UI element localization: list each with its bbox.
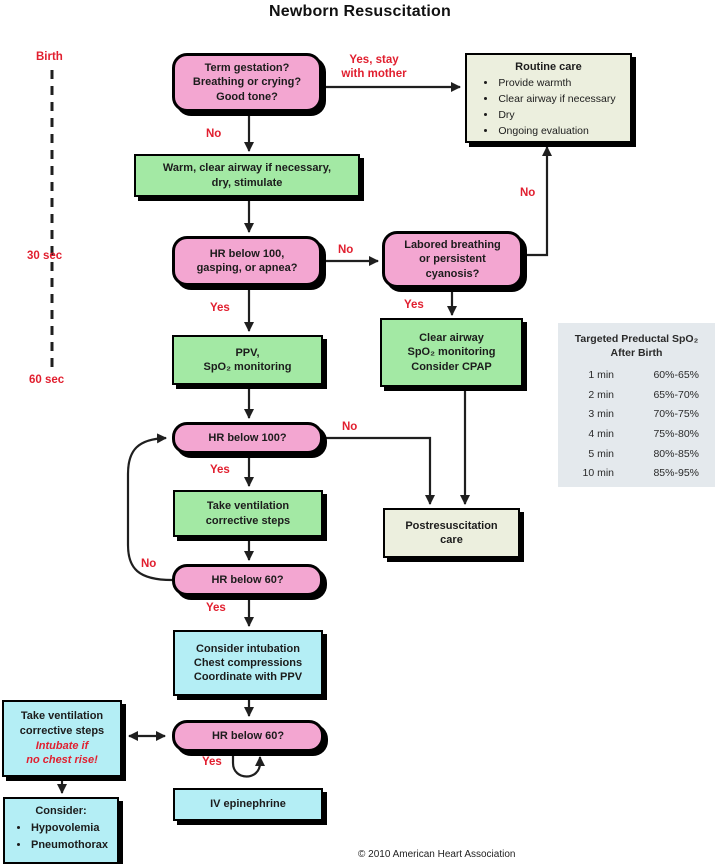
edge-hr100-postres: [323, 436, 435, 505]
node-consider-causes: Consider: Hypovolemia Pneumothorax: [3, 797, 119, 864]
node-consider-intubation: Consider intubation Chest compressions C…: [173, 630, 323, 696]
node-consider-causes-title: Consider:: [35, 805, 87, 817]
edge-label-yes-hr60: Yes: [206, 602, 226, 614]
spo2-table-row: 5 min 80%-85%: [568, 444, 705, 464]
node-consider-intubation-text: Consider intubation Chest compressions C…: [193, 642, 303, 684]
node-initial-assessment-text: Term gestation? Breathing or crying? Goo…: [192, 62, 302, 103]
spo2-time: 5 min: [588, 447, 614, 460]
page-title: Newborn Resuscitation: [268, 3, 451, 20]
timeline-60sec-label: 60 sec: [29, 374, 65, 386]
spo2-time: 3 min: [588, 408, 614, 421]
node-ppv-spo2: PPV, SpO₂ monitoring: [172, 335, 323, 385]
node-hr100-gasping-text: HR below 100, gasping, or apnea?: [196, 247, 298, 274]
routine-care-list: Provide warmth Clear airway if necessary…: [497, 76, 615, 139]
node-iv-epinephrine-text: IV epinephrine: [210, 798, 286, 811]
edge-label-no-hr100: No: [342, 421, 358, 433]
node-hr-below-60-first: HR below 60?: [172, 564, 323, 596]
node-ppv-spo2-text: PPV, SpO₂ monitoring: [203, 346, 292, 373]
spo2-target-table: Targeted Preductal SpO₂ After Birth 1 mi…: [558, 323, 715, 487]
spo2-time: 2 min: [588, 388, 614, 401]
node-take-ventilation-intubate: Take ventilation corrective steps Intuba…: [2, 700, 122, 777]
spo2-range: 85%-95%: [653, 467, 699, 480]
edge-hr60-loopback-hr100: [126, 433, 173, 582]
edge-label-no-hr60-loop: No: [141, 558, 157, 570]
node-warm-stimulate: Warm, clear airway if necessary, dry, st…: [134, 154, 360, 197]
edge-label-yes-hr60b: Yes: [202, 756, 222, 768]
spo2-range: 80%-85%: [653, 447, 699, 460]
node-hr-below-60-second: HR below 60?: [172, 720, 324, 752]
edge-label-yes-labored: Yes: [404, 299, 424, 311]
edge-hr60b-ivepi-loop: [231, 752, 265, 778]
node-initial-assessment: Term gestation? Breathing or crying? Goo…: [172, 53, 322, 112]
consider-causes-item: Pneumothorax: [30, 837, 108, 854]
node-hr-below-60-first-text: HR below 60?: [211, 573, 284, 586]
edge-label-yes-hr100: Yes: [210, 464, 230, 476]
spo2-time: 10 min: [582, 467, 614, 480]
node-take-ventilation-steps-text: Take ventilation corrective steps: [205, 500, 291, 527]
spo2-table-title: Targeted Preductal SpO₂ After Birth: [574, 333, 699, 360]
edge-label-no-labored: No: [520, 187, 536, 199]
node-intubate-warning-text: Intubate if no chest rise!: [26, 740, 98, 767]
routine-care-item: Provide warmth: [497, 76, 615, 92]
node-clear-airway-cpap: Clear airway SpO₂ monitoring Consider CP…: [380, 318, 523, 387]
edge-labored-routine: [523, 146, 552, 257]
spo2-range: 65%-70%: [653, 388, 699, 401]
node-hr-below-100: HR below 100?: [172, 422, 323, 454]
edge-label-no-hr100g: No: [338, 244, 354, 256]
spo2-table-row: 3 min 70%-75%: [568, 405, 705, 425]
spo2-range: 70%-75%: [653, 408, 699, 421]
spo2-range: 60%-65%: [653, 368, 699, 381]
node-postresuscitation-care-text: Postresuscitation care: [405, 519, 498, 546]
timeline-birth-label: Birth: [36, 51, 63, 63]
spo2-time: 1 min: [588, 368, 614, 381]
edge-label-no-assess: No: [206, 128, 222, 140]
edge-label-yes-hr100g: Yes: [210, 302, 230, 314]
spo2-table-row: 1 min 60%-65%: [568, 365, 705, 385]
timeline-30sec-label: 30 sec: [27, 250, 63, 262]
node-take-ventilation-steps: Take ventilation corrective steps: [173, 490, 323, 537]
node-warm-stimulate-text: Warm, clear airway if necessary, dry, st…: [162, 162, 332, 189]
node-hr-below-100-text: HR below 100?: [208, 431, 287, 444]
node-hr100-gasping: HR below 100, gasping, or apnea?: [172, 236, 322, 286]
routine-care-item: Clear airway if necessary: [497, 92, 615, 108]
node-postresuscitation-care: Postresuscitation care: [383, 508, 520, 558]
routine-care-item: Dry: [497, 108, 615, 124]
spo2-time: 4 min: [588, 428, 614, 440]
spo2-table-row: 2 min 65%-70%: [568, 385, 705, 405]
node-take-ventilation-intubate-text: Take ventilation corrective steps: [19, 710, 105, 737]
consider-causes-list: Hypovolemia Pneumothorax: [30, 820, 108, 853]
routine-care-item: Ongoing evaluation: [497, 124, 615, 140]
consider-causes-item: Hypovolemia: [30, 820, 108, 837]
node-labored-breathing-text: Labored breathing or persistent cyanosis…: [404, 239, 501, 280]
node-hr-below-60-second-text: HR below 60?: [211, 729, 285, 742]
node-iv-epinephrine: IV epinephrine: [173, 788, 323, 821]
spo2-table-row: 4 min 75%-80%: [568, 424, 705, 444]
copyright-notice: © 2010 American Heart Association: [358, 849, 516, 860]
node-routine-care-title: Routine care: [515, 61, 582, 73]
node-labored-breathing: Labored breathing or persistent cyanosis…: [382, 231, 523, 288]
edge-label-yes-stay-with-mother: Yes, stay with mother: [341, 54, 407, 81]
node-clear-airway-cpap-text: Clear airway SpO₂ monitoring Consider CP…: [407, 332, 496, 373]
spo2-table-row: 10 min 85%-95%: [568, 464, 705, 484]
spo2-range: 75%-80%: [653, 428, 699, 440]
node-routine-care: Routine care Provide warmth Clear airway…: [465, 53, 632, 143]
